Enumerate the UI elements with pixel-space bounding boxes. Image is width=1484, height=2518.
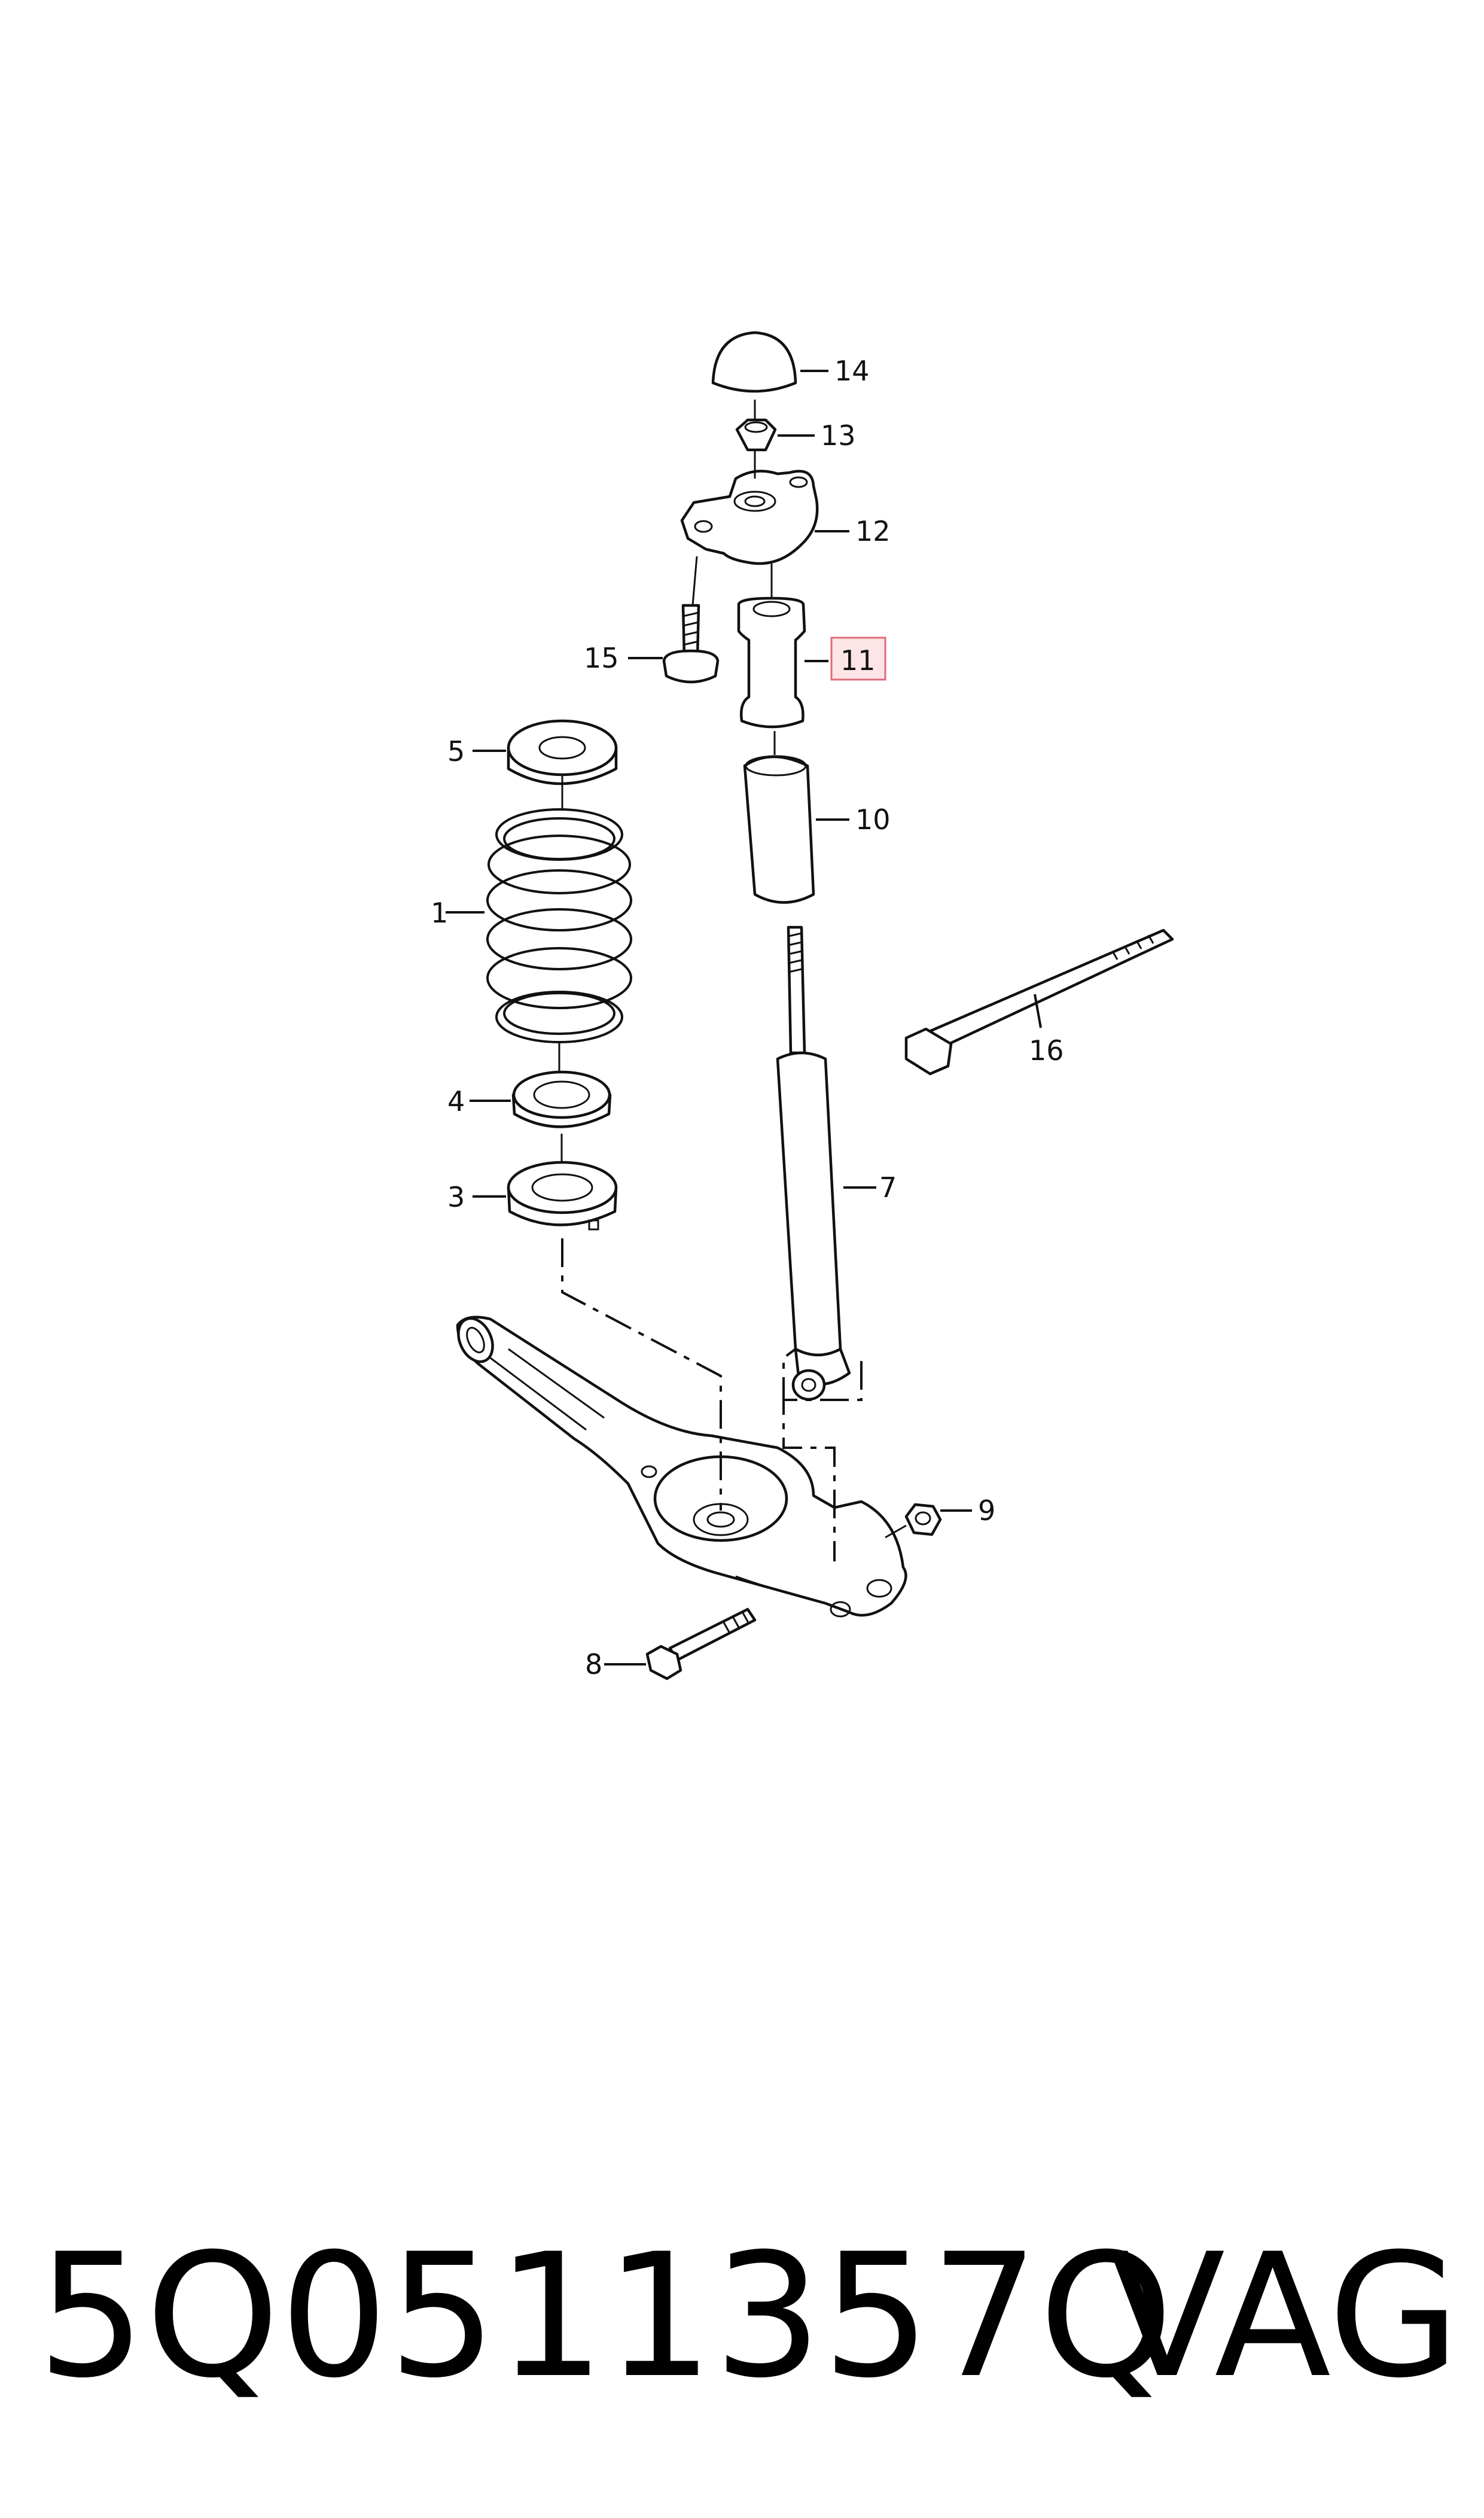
lower-control-arm: [456, 1316, 907, 1618]
callout-11-highlight-box: [830, 637, 886, 681]
part-3-spring-seat: [473, 1161, 618, 1231]
callout-1: 1: [431, 897, 448, 929]
part-4-lower-spring-pad: [470, 1070, 612, 1128]
callout-11[interactable]: 11: [840, 644, 876, 677]
callout-16: 16: [1029, 1034, 1064, 1067]
part-16-cable-tie: [904, 928, 1174, 1076]
callout-4: 4: [447, 1085, 465, 1118]
part-8-long-bolt: [604, 1607, 757, 1680]
callout-9: 9: [978, 1494, 995, 1527]
callout-labels: 14 13 12 15 11 10 5 1 16 7 4 3 9 8: [431, 355, 1064, 1680]
callout-15: 15: [584, 642, 619, 674]
part-5-upper-spring-pad: [473, 719, 618, 785]
exploded-parts-diagram: 14 13 12 15 11 10 5 1 16 7 4 3 9 8: [431, 331, 1174, 1680]
callout-14: 14: [834, 355, 870, 387]
callout-12: 12: [855, 515, 891, 547]
part-7-shock-absorber: [776, 925, 876, 1401]
callout-8: 8: [585, 1648, 602, 1680]
part-14-dust-cap: [711, 331, 828, 393]
part-12-top-mount: [680, 470, 849, 565]
part-15-bolt: [628, 604, 720, 684]
callout-10: 10: [855, 803, 891, 836]
callout-3: 3: [447, 1181, 465, 1213]
part-9-nut: [885, 1503, 972, 1539]
callout-5: 5: [447, 735, 465, 768]
brand-name: VAG: [1108, 2217, 1460, 2416]
part-13-nut: [735, 418, 815, 452]
assembly-guide-lines: [558, 400, 863, 1561]
callout-13: 13: [821, 419, 856, 452]
callout-7: 7: [879, 1171, 897, 1204]
part-11-bump-stop: [737, 596, 828, 729]
part-number: 5Q0511357Q: [37, 2217, 1174, 2416]
part-1-coil-spring: [446, 808, 632, 1043]
part-10-protective-tube: [743, 755, 849, 904]
